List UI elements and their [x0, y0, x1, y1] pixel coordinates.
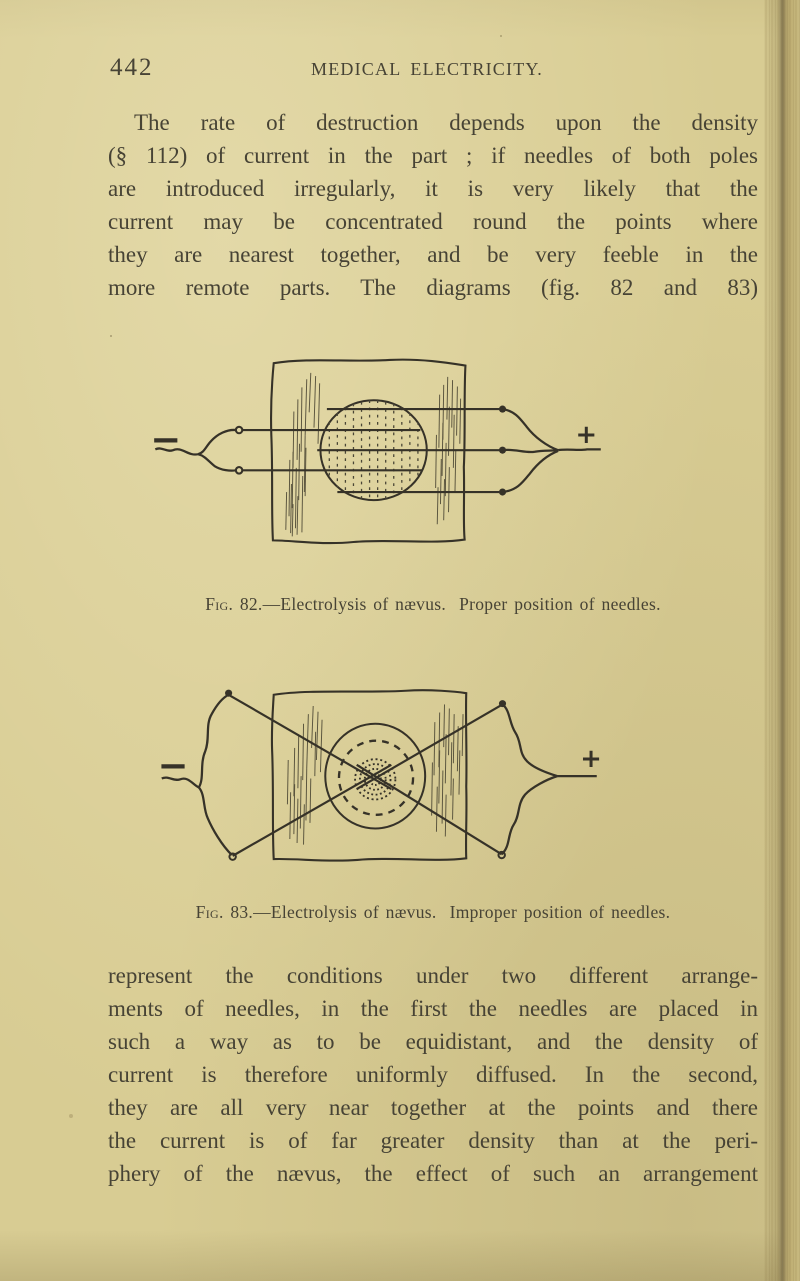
figure-83-caption: Fig. 83.—Electrolysis of nævus. Improper …	[108, 900, 758, 924]
minus-terminal-label: −	[150, 418, 181, 461]
text-line: more remote parts. The diagrams (fig. 82…	[108, 275, 758, 300]
hatching-right	[431, 704, 464, 837]
caption-note: Improper position of needles.	[449, 902, 671, 922]
figure-82-caption: Fig. 82.—Electrolysis of nævus. Proper po…	[108, 592, 758, 616]
needle-head	[228, 852, 237, 861]
needle	[356, 703, 504, 790]
naevus-dashed-ring	[337, 739, 415, 816]
needle-head	[234, 425, 244, 435]
needle	[356, 763, 503, 856]
text-line: represent the conditions under two diffe…	[108, 963, 758, 988]
figure-number: Fig. 83.	[195, 902, 254, 922]
paragraph-1: The rate of destruction depends upon the…	[108, 106, 758, 304]
text-line: they are nearest together, and be very f…	[108, 242, 758, 267]
hatching-left	[286, 706, 323, 845]
text-line: phery of the nævus, the effect of such a…	[108, 1161, 758, 1186]
text-line: ments of needles, in the first the needl…	[108, 996, 758, 1021]
positive-wire	[500, 703, 597, 856]
text-line: current may be concentrated round the po…	[108, 209, 758, 234]
needle-head	[498, 405, 507, 413]
minus-terminal-label: −	[158, 744, 189, 787]
paper-speck	[110, 335, 112, 337]
paragraph-2: represent the conditions under two diffe…	[108, 959, 758, 1190]
skin-patch	[270, 358, 467, 545]
hatching-left	[285, 372, 321, 537]
text-line: current is therefore uniformly diffused.…	[108, 1062, 758, 1087]
plus-terminal-label: +	[580, 744, 602, 774]
needles	[228, 693, 504, 857]
text-line: they are all very near together at the p…	[108, 1095, 758, 1120]
needle-head	[497, 850, 506, 860]
running-header: MEDICAL ELECTRICITY.	[311, 59, 543, 79]
plus-terminal-label: +	[575, 420, 597, 450]
needle-head	[498, 488, 507, 496]
negative-wire	[161, 693, 233, 856]
figure-82-drawing: − +	[150, 358, 601, 545]
needle	[228, 693, 392, 790]
book-page-edge	[764, 0, 800, 1281]
page-number: 442	[110, 54, 154, 81]
needle-head	[498, 446, 507, 454]
figure-number: Fig. 82.	[205, 594, 263, 614]
negative-wire	[154, 428, 237, 472]
text-line: The rate of destruction depends upon the…	[134, 110, 758, 135]
positive-wire	[502, 407, 601, 494]
caption-note: Proper position of needles.	[459, 594, 661, 614]
skin-patch	[270, 689, 468, 862]
caption-text: —Electrolysis of nævus.	[262, 594, 447, 614]
naevus-outline	[324, 722, 427, 830]
needle-head	[234, 466, 244, 475]
text-line: (§ 112) of current in the part ; if need…	[108, 143, 758, 168]
text-line: are introduced irregularly, it is very l…	[108, 176, 758, 201]
text-line: such a way as to be equidistant, and the…	[108, 1029, 758, 1054]
caption-text: —Electrolysis of nævus.	[253, 902, 437, 922]
needles	[242, 407, 500, 494]
needle	[232, 763, 392, 857]
figure-83-drawing: − +	[158, 689, 602, 862]
text-line: the current is of far greater density th…	[108, 1128, 758, 1153]
